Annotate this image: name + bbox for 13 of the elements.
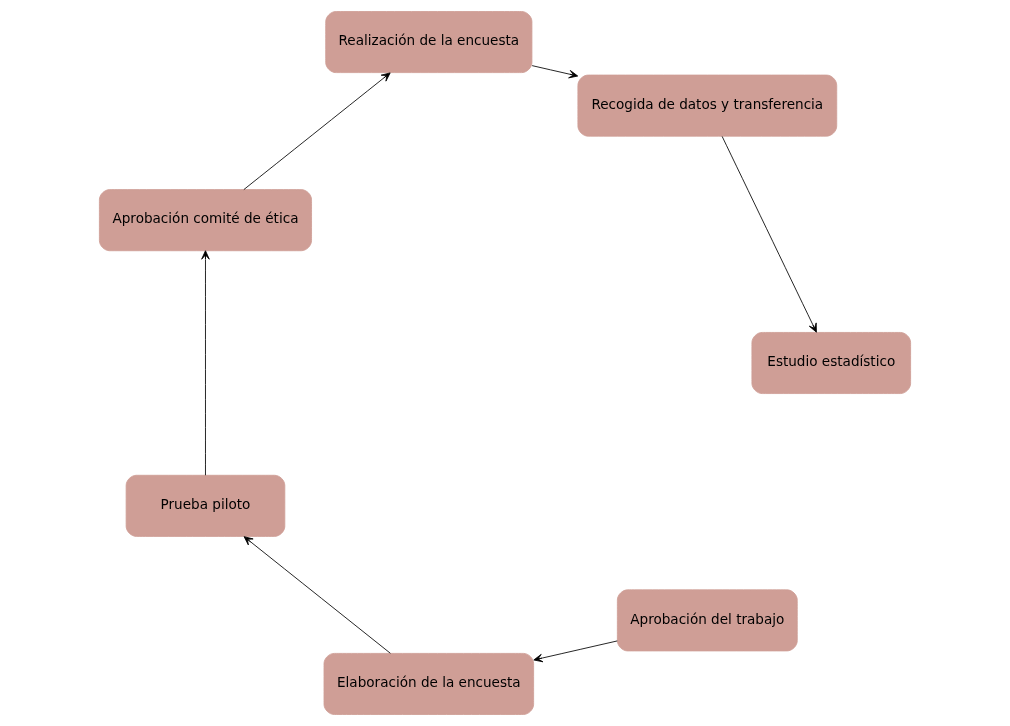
node-box: Realización de la encuesta bbox=[325, 11, 533, 74]
arrow bbox=[243, 72, 391, 190]
arrow bbox=[531, 65, 579, 79]
node-box: Aprobación comité de ética bbox=[98, 189, 312, 252]
arrow bbox=[201, 250, 210, 476]
node-box: Elaboración de la encuesta bbox=[323, 652, 535, 715]
arrow bbox=[721, 136, 817, 333]
node-box: Aprobación del trabajo bbox=[616, 589, 798, 652]
node-box: Recogida de datos y transferencia bbox=[577, 74, 838, 137]
node-box: Prueba piloto bbox=[125, 474, 286, 537]
arrow bbox=[533, 640, 618, 663]
node-box: Estudio estadístico bbox=[751, 332, 912, 394]
arrow bbox=[243, 536, 391, 654]
